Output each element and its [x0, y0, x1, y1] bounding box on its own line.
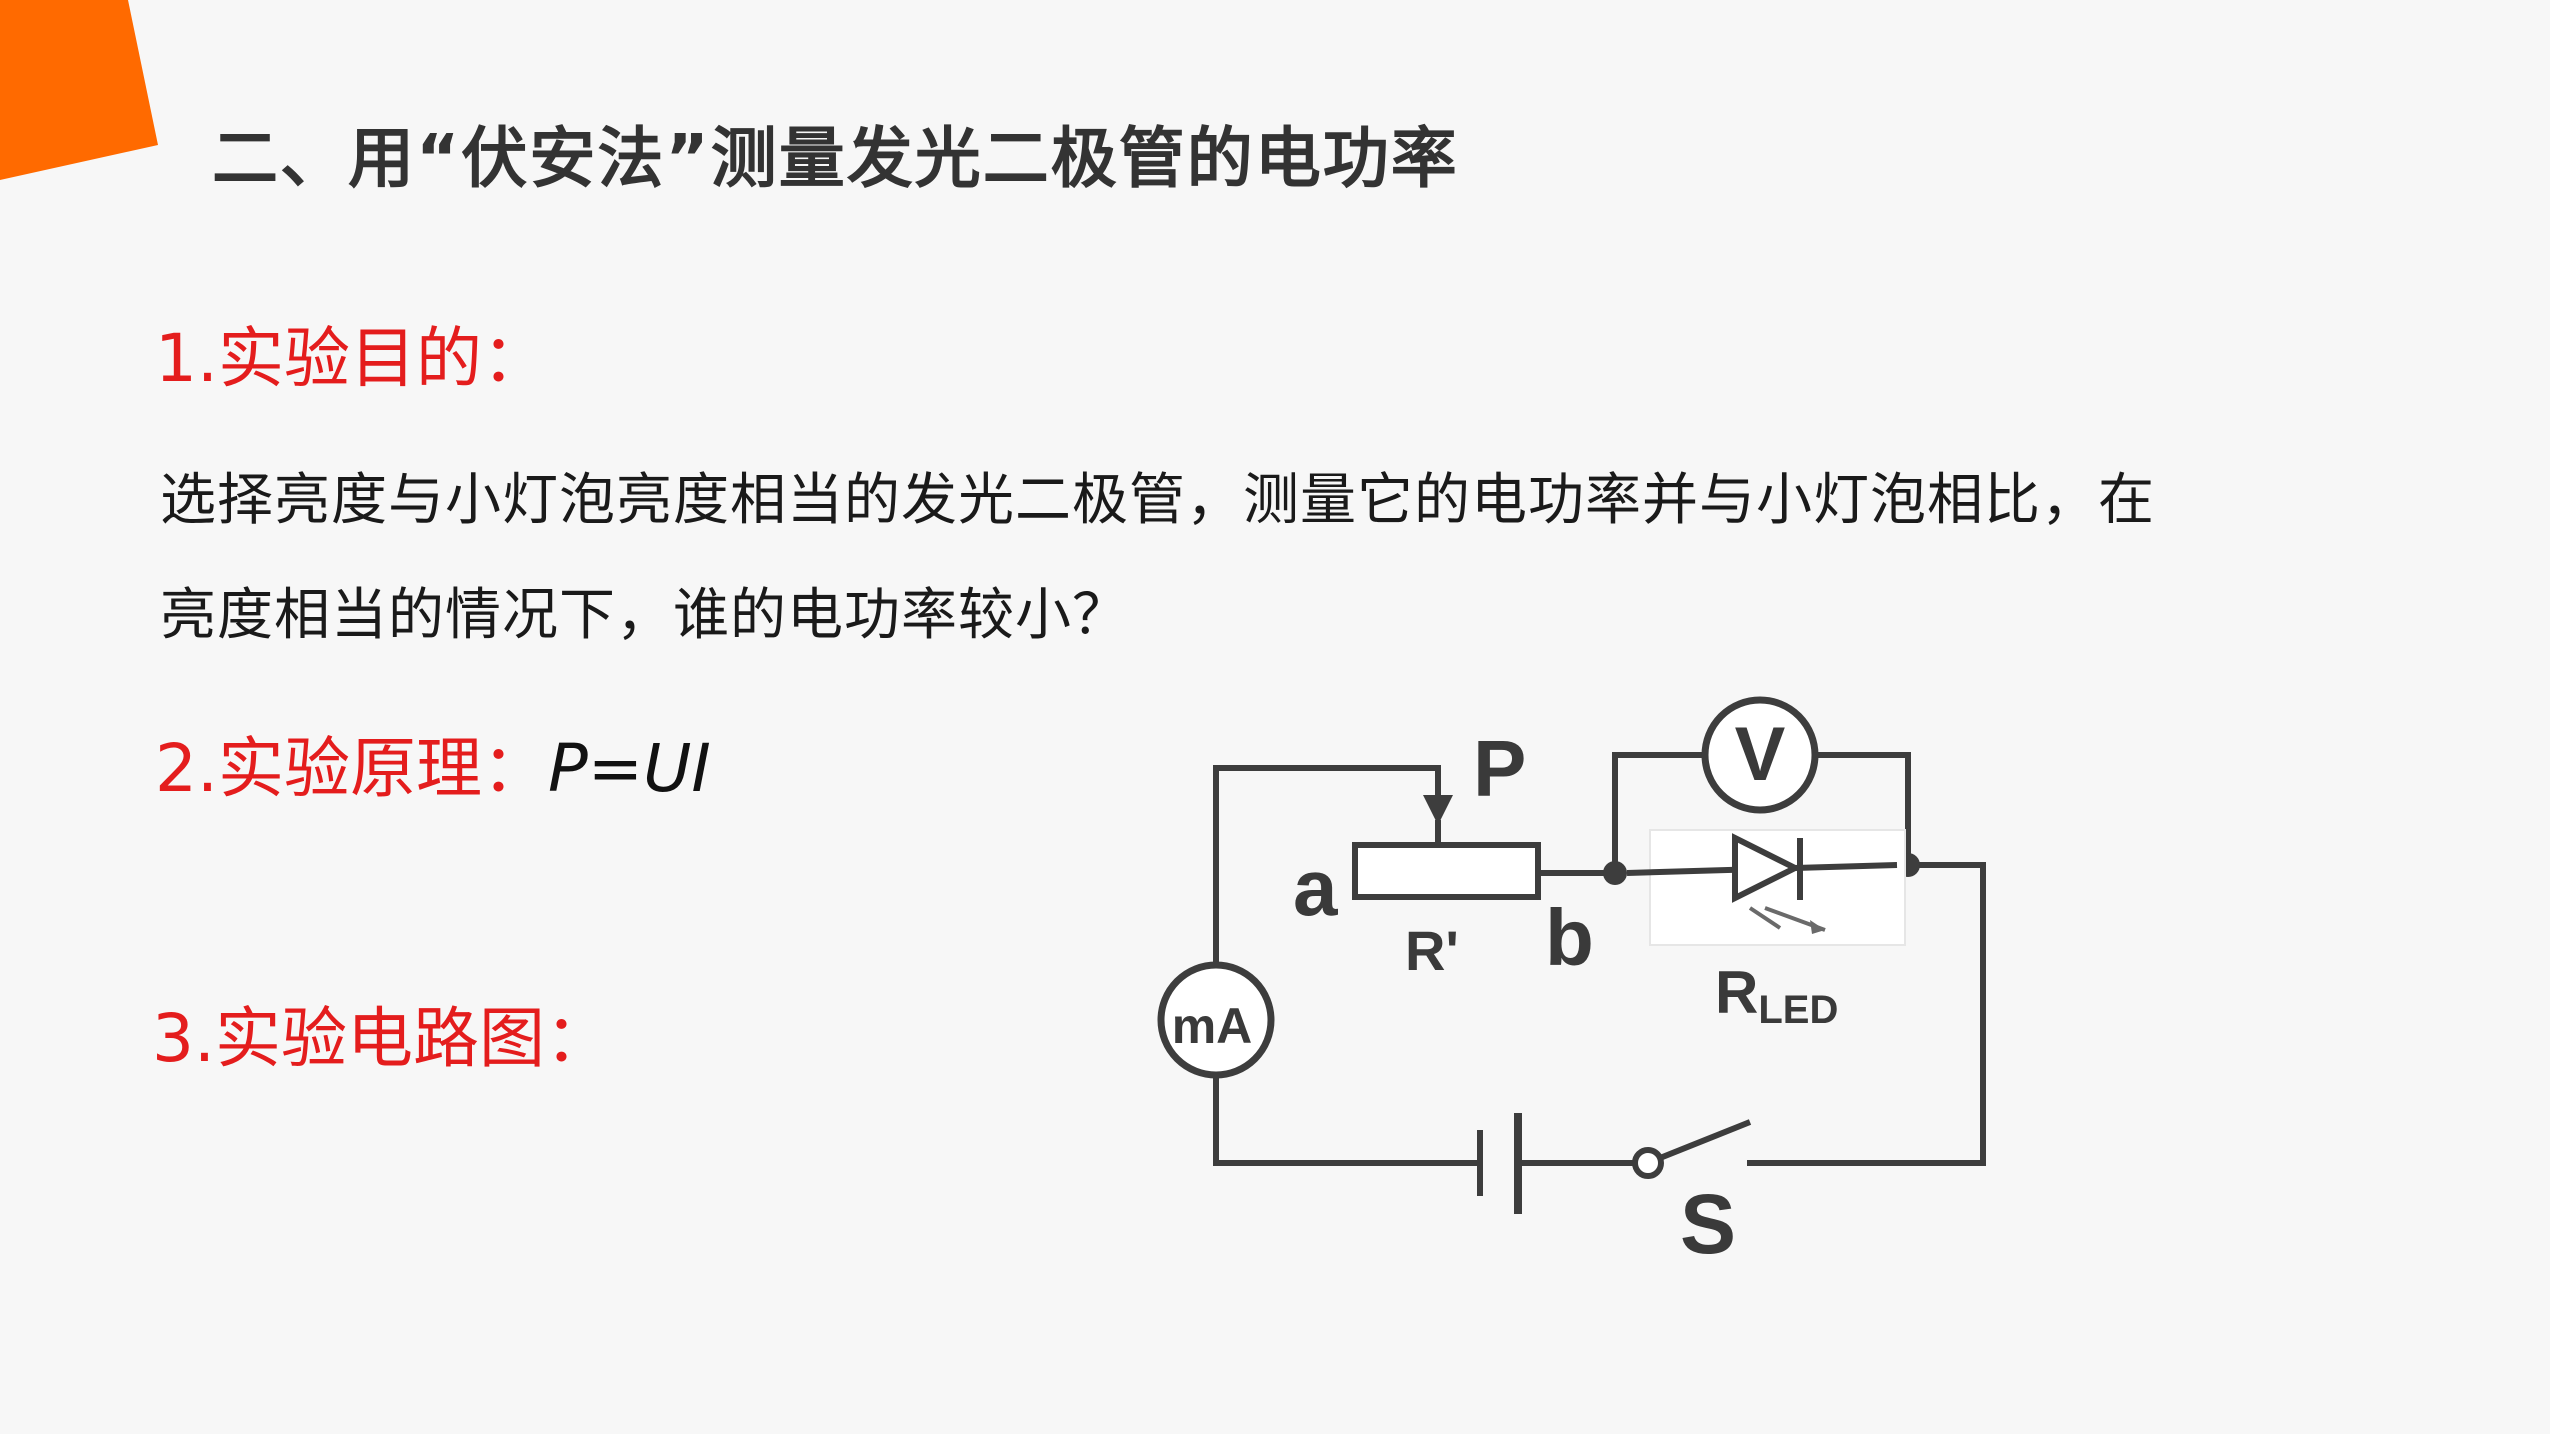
- corner-accent-shape: [0, 0, 158, 180]
- label-rled: RLED: [1715, 959, 1838, 1032]
- wire-voltmeter-right: [1814, 752, 1911, 868]
- label-s: S: [1680, 1177, 1736, 1271]
- section-heading-principle: 2.实验原理：P=UI: [155, 715, 711, 811]
- label-b: b: [1545, 893, 1594, 982]
- wire-voltmeter-left: [1612, 752, 1706, 876]
- voltmeter-label: V: [1735, 712, 1786, 797]
- label-a: a: [1293, 843, 1338, 932]
- switch-blade: [1658, 1119, 1752, 1161]
- section-heading-purpose: 1.实验目的：: [155, 320, 548, 397]
- purpose-text-line1: 选择亮度与小灯泡亮度相当的发光二极管，测量它的电功率并与小灯泡相比，在: [160, 468, 2155, 533]
- circuit-diagram: V mA P a b R' RLED S: [1157, 696, 1986, 1271]
- rheostat-resistor: [1352, 842, 1541, 900]
- switch-pivot: [1632, 1147, 1664, 1179]
- led-symbol: [1626, 829, 1906, 946]
- label-r-prime: R': [1405, 919, 1459, 982]
- principle-label: 2.实验原理：: [155, 730, 548, 807]
- slider-arrow: [1423, 795, 1453, 825]
- wire-top-left: [1213, 765, 1441, 1013]
- principle-formula: P=UI: [547, 730, 711, 807]
- section-heading-circuit: 3.实验电路图：: [152, 1000, 611, 1077]
- milliammeter: [1157, 961, 1275, 1079]
- milliammeter-label: mA: [1172, 998, 1253, 1054]
- label-p: P: [1473, 724, 1526, 813]
- slide-title: 二、用“伏安法”测量发光二极管的电功率: [212, 120, 1459, 197]
- junction-dot-left: [1603, 861, 1627, 885]
- purpose-text-line2: 亮度相当的情况下，谁的电功率较小？: [160, 583, 1129, 648]
- voltmeter: [1701, 696, 1819, 814]
- wire-bottom-left: [1213, 1067, 1481, 1166]
- wire-bottom-right: [1747, 862, 1986, 1166]
